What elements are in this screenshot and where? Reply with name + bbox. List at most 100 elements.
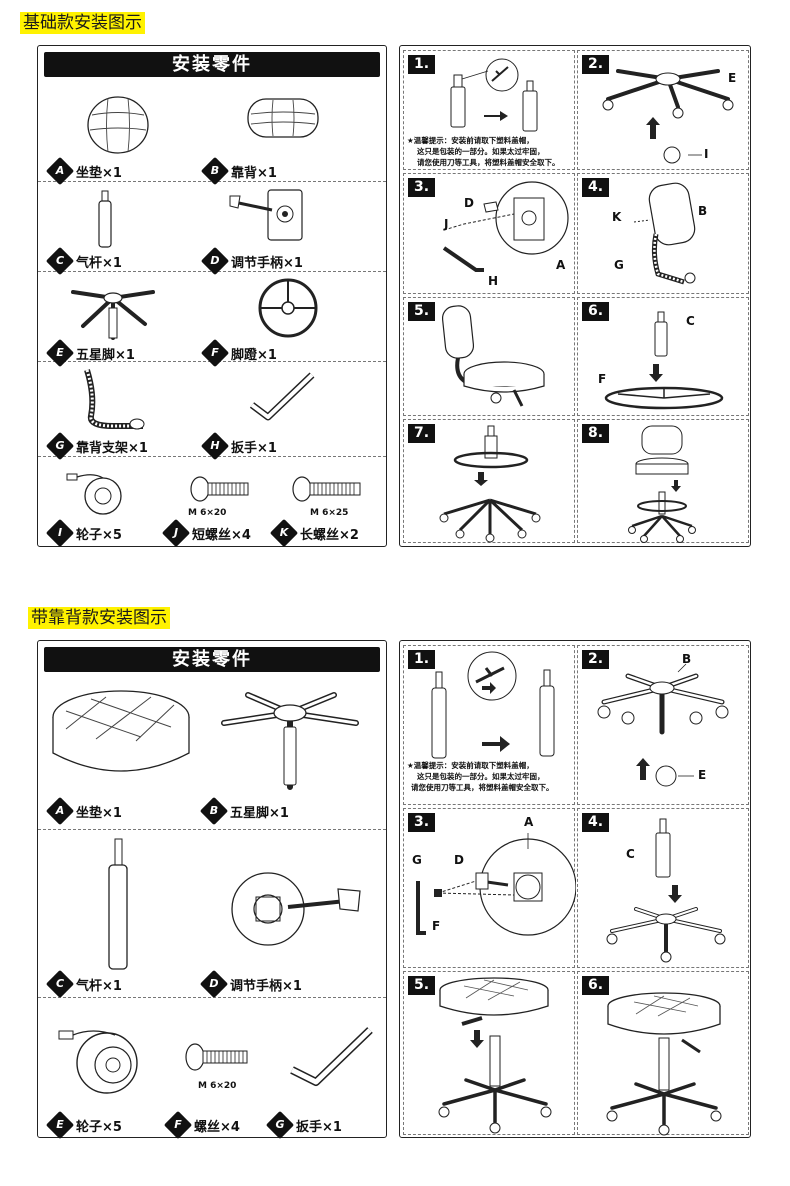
handle-mount-illustration (416, 833, 576, 936)
step-number: 4. (582, 178, 610, 197)
step-number: 8. (582, 424, 610, 443)
allen-wrench-icon (246, 371, 316, 426)
step-3: 3. D J A H (403, 173, 575, 294)
step-2: 2. E I (577, 50, 749, 170)
step-number: 5. (408, 976, 436, 995)
part-name: 坐垫×1 (76, 165, 122, 181)
backrest-bracket-icon (73, 366, 153, 436)
part-name: 轮子×5 (76, 527, 122, 543)
footrest-ring-icon (253, 276, 323, 342)
part-name: 五星脚×1 (230, 805, 289, 821)
allen-wrench-icon (286, 1026, 376, 1091)
letter-badge: B (200, 156, 230, 186)
step-1: 1. ★温馨提示：安装前请取下塑料盖帽， 这只是包装的一部分。如果太过牢固， 请… (403, 50, 575, 170)
backrest-icon (243, 94, 323, 144)
step-number: 3. (408, 178, 436, 197)
seat-onto-gas-lift-illustration (438, 977, 552, 1134)
part-name: 气杆×1 (76, 978, 122, 994)
gas-lift-cap-removal-illustration (450, 58, 538, 132)
callout-label: F (432, 919, 441, 933)
part-name: 脚蹬×1 (231, 347, 277, 363)
callout-label: E (698, 768, 707, 782)
tip-text: ★温馨提示：安装前请取下塑料盖帽， 这只是包装的一部分。如果太过牢固， 请您使用… (407, 761, 554, 792)
letter-badge: G (45, 431, 75, 461)
letter-badge: F (163, 1110, 193, 1140)
step-2: 2. B E (577, 645, 749, 805)
gas-lift-icon (90, 189, 120, 251)
part-name: 扳手×1 (231, 440, 277, 456)
screw-spec: M 6×20 (198, 1081, 237, 1091)
callout-label: K (612, 210, 622, 224)
backrest-attachment-illustration (633, 182, 696, 285)
callout-label: I (704, 147, 709, 161)
part-name: 长螺丝×2 (300, 527, 359, 543)
steps-panel-backrest: 1. ★温馨提示：安装前请取下塑料盖帽， 这只是包装的一部分。如果太过牢固， 请… (399, 640, 751, 1138)
adjustment-handle-icon (228, 863, 368, 953)
letter-badge: C (45, 246, 75, 276)
callout-label: G (412, 853, 422, 867)
adjustment-handle-icon (228, 186, 318, 246)
section-title-backrest: 带靠背款安装图示 (28, 607, 170, 629)
step-6: 6. C F (577, 297, 749, 416)
callout-label: D (464, 196, 474, 210)
step-7: 7. (403, 419, 575, 543)
letter-badge: A (45, 156, 75, 186)
part-name: 坐垫×1 (76, 805, 122, 821)
letter-badge: H (200, 431, 230, 461)
part-name: 调节手柄×1 (230, 978, 302, 994)
step-number: 6. (582, 302, 610, 321)
caster-wheel-icon (63, 464, 133, 519)
handle-mount-illustration (442, 181, 569, 272)
part-name: 扳手×1 (296, 1119, 342, 1135)
step-4: 4. K B G (577, 173, 749, 294)
callout-label: C (626, 847, 635, 861)
step-number: 1. (408, 55, 436, 74)
gas-lift-into-base-illustration (606, 818, 726, 963)
assembly-step-7-illustration (439, 425, 541, 543)
step-number: 2. (582, 650, 610, 669)
round-seat-icon (78, 90, 158, 160)
step-number: 6. (582, 976, 610, 995)
callout-label: D (454, 853, 464, 867)
letter-badge: D (200, 246, 230, 276)
step-number: 7. (408, 424, 436, 443)
callout-label: E (728, 71, 737, 85)
parts-header: 安装零件 (44, 52, 380, 77)
assembled-stool-illustration (606, 992, 722, 1136)
letter-badge: G (265, 1110, 295, 1140)
step-number: 4. (582, 813, 610, 832)
short-screw-icon (186, 474, 256, 504)
step-number: 2. (582, 55, 610, 74)
five-star-base-icon (210, 683, 370, 791)
part-name: 气杆×1 (76, 255, 122, 271)
screw-icon (183, 1041, 253, 1073)
step-number: 1. (408, 650, 436, 669)
step-4: 4. C (577, 808, 749, 968)
part-name: 调节手柄×1 (231, 255, 303, 271)
letter-badge: E (45, 1110, 75, 1140)
step-6: 6. (577, 971, 749, 1136)
parts-panel-basic: 安装零件 A 坐垫×1 B 靠背×1 C 气杆×1 (37, 45, 387, 548)
callout-label: C (686, 314, 695, 328)
seat-with-backrest-illustration (441, 305, 545, 407)
screw-spec: M 6×20 (188, 508, 227, 518)
five-star-base-icon (63, 278, 163, 348)
screw-spec: M 6×25 (310, 508, 349, 518)
long-screw-icon (290, 474, 365, 504)
part-name: 靠背×1 (231, 165, 277, 181)
letter-badge: K (269, 518, 299, 548)
part-name: 轮子×5 (76, 1119, 122, 1135)
steps-panel-basic: 1. ★温馨提示：安装前请取下塑料盖帽， 这只是包装的一部分。如果太过牢固， 请… (399, 45, 751, 547)
tip-text: ★温馨提示：安装前请取下塑料盖帽， 这只是包装的一部分。如果太过牢固， 请您使用… (407, 136, 560, 167)
section-title-basic: 基础款安装图示 (20, 12, 145, 34)
letter-badge: A (45, 796, 75, 826)
parts-panel-backrest: 安装零件 A 坐垫×1 B 五星脚×1 C 气杆×1 (37, 640, 387, 1140)
callout-label: B (682, 652, 692, 666)
gas-lift-cap-removal-illustration (431, 651, 555, 759)
callout-label: B (698, 204, 708, 218)
letter-badge: I (45, 518, 75, 548)
part-name: 螺丝×4 (194, 1119, 240, 1135)
step-5: 5. (403, 971, 575, 1135)
caster-wheel-icon (53, 1019, 153, 1099)
callout-label: J (444, 217, 449, 231)
